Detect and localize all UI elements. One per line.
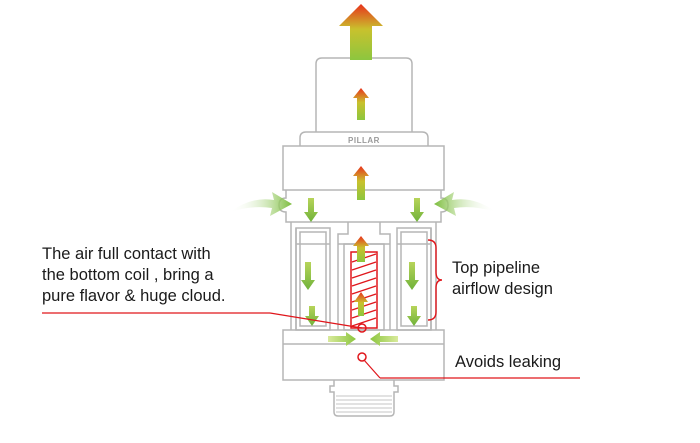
down-arrow-icon	[304, 198, 318, 222]
pipeline-brace	[427, 239, 443, 321]
down-arrow-icon	[410, 198, 424, 222]
annotation-line: Top pipeline	[452, 259, 541, 277]
top-pipeline-annotation: Top pipeline airflow design	[452, 258, 553, 300]
avoids-leaking-leader	[357, 352, 580, 379]
connector-threads	[336, 395, 392, 413]
down-arrow-icon	[305, 306, 319, 326]
up-arrow-icon	[353, 88, 369, 120]
brand-mark: PILLAR	[348, 136, 380, 145]
avoids-leaking-annotation: Avoids leaking	[455, 353, 562, 371]
intake-arrow-left-icon	[230, 192, 292, 216]
up-arrow-icon	[353, 236, 369, 262]
exhaust-arrow-icon	[339, 4, 383, 60]
annotation-line: The air full contact with	[42, 245, 211, 263]
left-annotation-leader	[42, 312, 367, 333]
annotation-line: airflow design	[452, 280, 553, 298]
up-arrow-icon	[353, 166, 369, 200]
annotation-line: pure flavor & huge cloud.	[42, 287, 226, 305]
upper-body	[282, 145, 445, 191]
connector-510	[329, 380, 399, 417]
down-arrow-icon	[301, 262, 315, 290]
coil-contact-annotation: The air full contact with the bottom coi…	[42, 244, 225, 307]
intake-arrow-right-icon	[434, 192, 496, 216]
annotation-line: the bottom coil , bring a	[42, 266, 214, 284]
down-arrow-icon	[405, 262, 419, 290]
up-arrow-icon	[354, 292, 368, 316]
coil	[350, 251, 378, 329]
inflow-arrow-left-icon	[370, 332, 398, 346]
chimney	[337, 222, 391, 330]
base	[282, 329, 445, 381]
inflow-arrow-right-icon	[328, 332, 356, 346]
top-cap	[299, 131, 429, 146]
down-arrow-icon	[407, 306, 421, 326]
tank-outline	[278, 57, 449, 417]
